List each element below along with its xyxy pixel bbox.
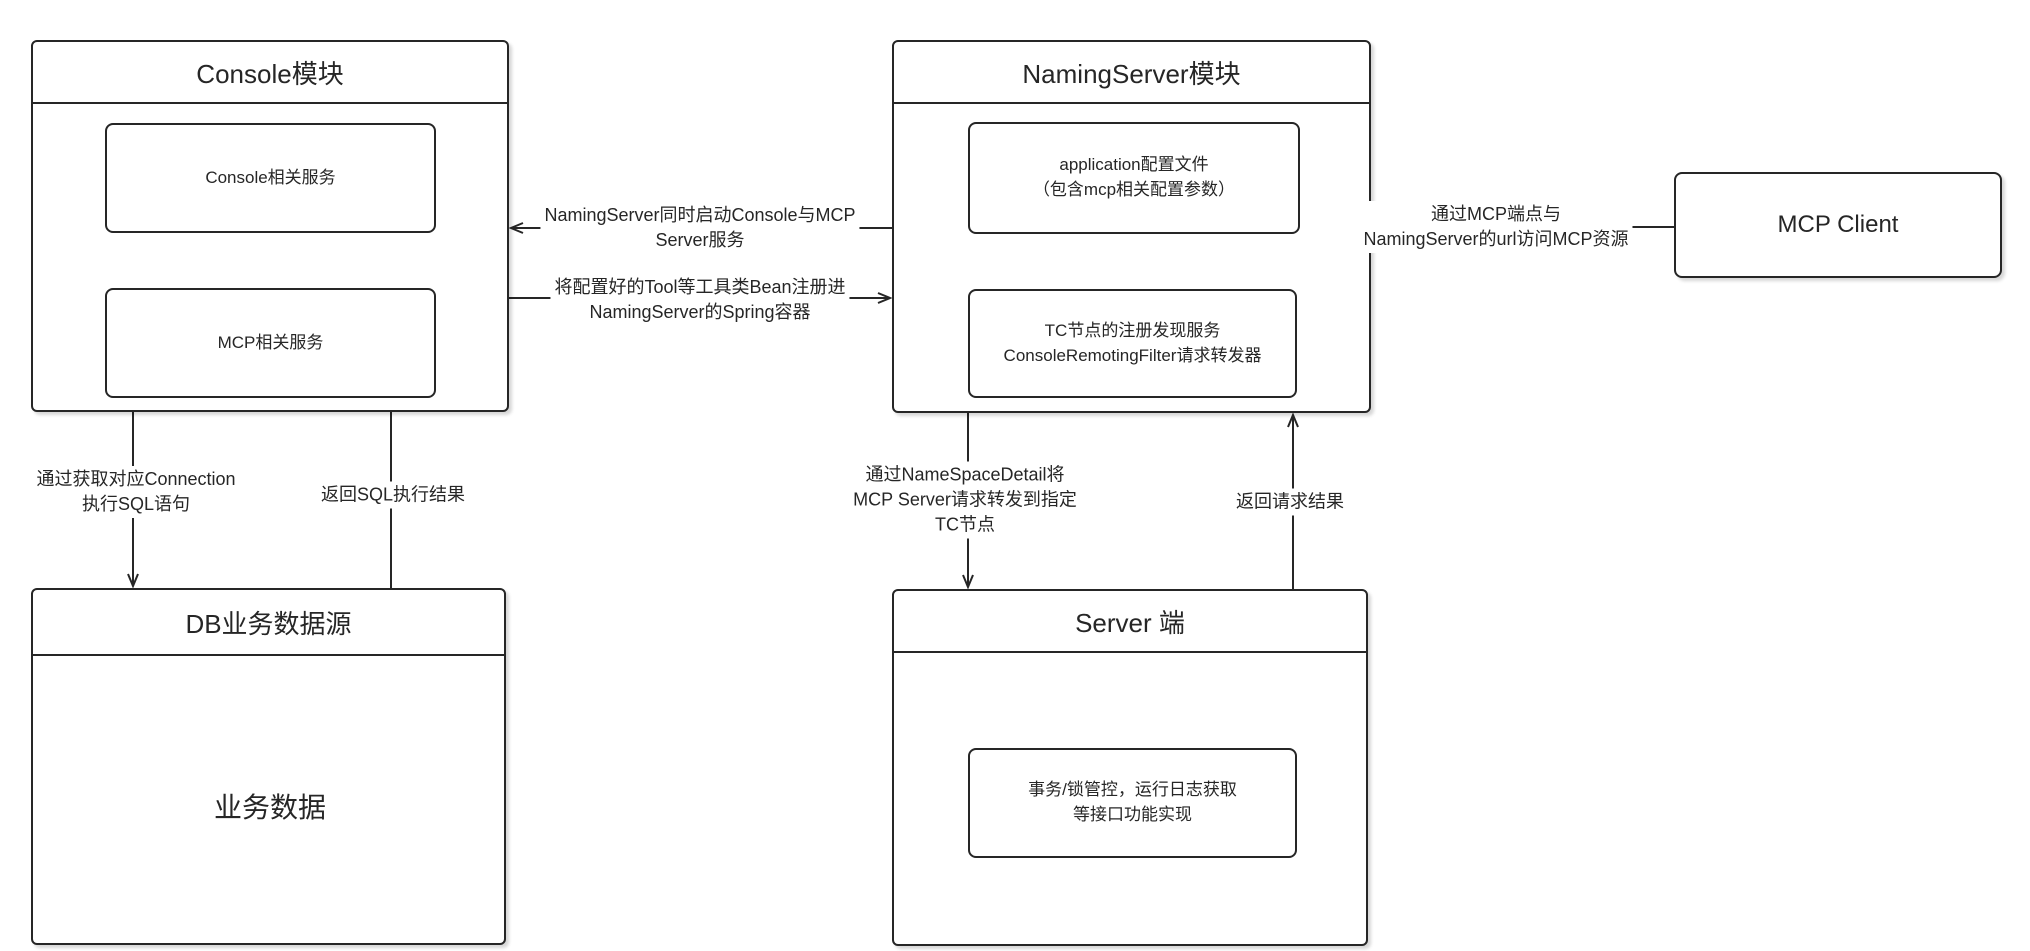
server-module: Server 端 事务/锁管控，运行日志获取 等接口功能实现 [892, 589, 1368, 946]
db-module: DB业务数据源 [31, 588, 506, 945]
business-data-label: 业务数据 [213, 792, 327, 823]
tc-registry-box: TC节点的注册发现服务 ConsoleRemotingFilter请求转发器 [968, 289, 1297, 398]
naming-server-module: NamingServer模块 application配置文件 （包含mcp相关配… [892, 40, 1371, 413]
console-service-box: Console相关服务 [105, 123, 436, 233]
edge-label-db-to-console: 返回SQL执行结果 [316, 481, 470, 509]
transaction-lock-box: 事务/锁管控，运行日志获取 等接口功能实现 [968, 748, 1297, 858]
edge-label-naming-to-server: 通过NameSpaceDetail将 MCP Server请求转发到指定 TC节… [849, 461, 1081, 539]
edge-label-server-to-naming: 返回请求结果 [1232, 488, 1348, 516]
edge-label-console-to-naming: 将配置好的Tool等工具类Bean注册进 NamingServer的Spring… [550, 274, 850, 326]
application-config-box: application配置文件 （包含mcp相关配置参数） [968, 122, 1300, 234]
edge-label-naming-to-console: NamingServer同时启动Console与MCP Server服务 [540, 202, 860, 254]
console-module: Console模块 Console相关服务 MCP相关服务 [31, 40, 509, 412]
mcp-service-box: MCP相关服务 [105, 288, 436, 398]
mcp-client-label: MCP Client [1777, 211, 1899, 238]
naming-server-module-title: NamingServer模块 [894, 42, 1369, 104]
server-module-title: Server 端 [894, 591, 1366, 653]
edge-label-console-to-db: 通过获取对应Connection 执行SQL语句 [32, 466, 240, 518]
mcp-client-box: MCP Client [1674, 172, 2002, 278]
db-module-title: DB业务数据源 [33, 590, 504, 656]
edge-label-client-to-naming: 通过MCP端点与 NamingServer的url访问MCP资源 [1359, 201, 1633, 253]
console-module-title: Console模块 [33, 42, 507, 104]
